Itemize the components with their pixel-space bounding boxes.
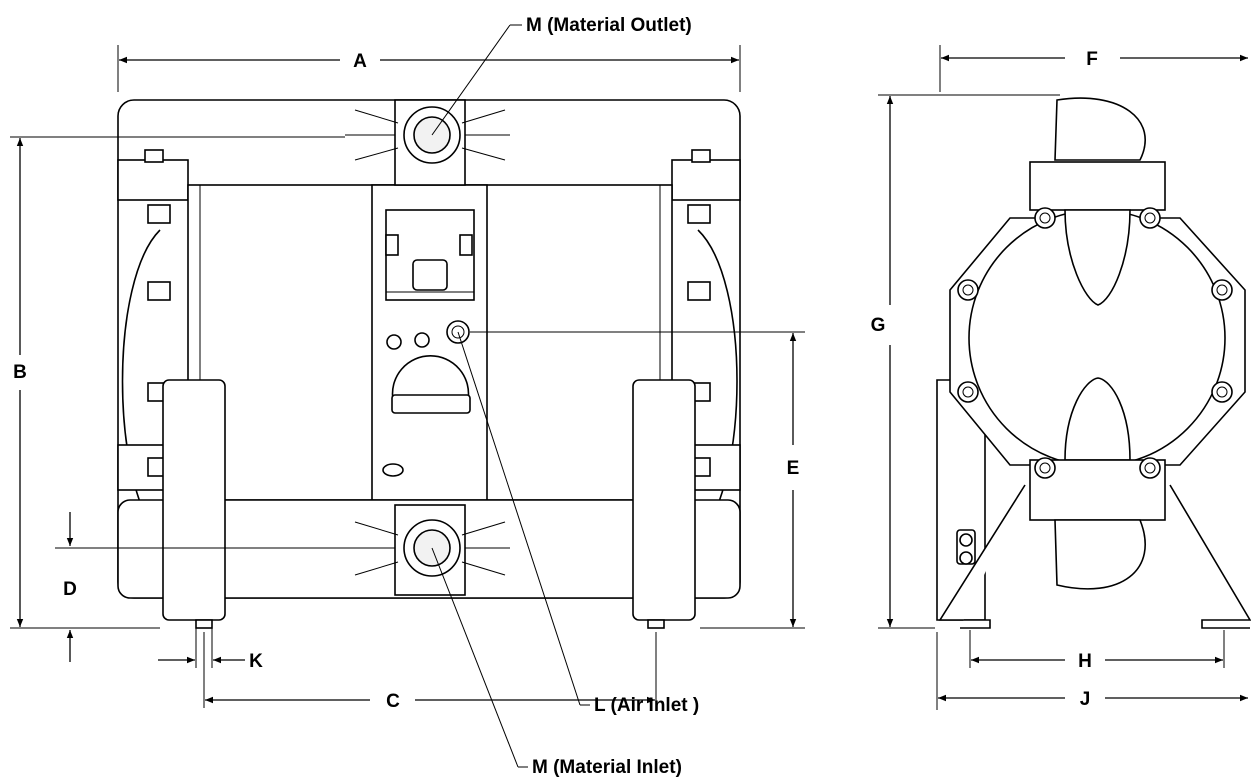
outlet-ribs [345,109,510,161]
bolt-top-right [691,149,711,163]
side-left-leg [938,484,1026,629]
label-material-outlet: M (Material Outlet) [526,15,692,36]
label-k: K [249,651,263,672]
side-bottom-elbow [1054,519,1146,590]
valve-tab-right [459,234,473,256]
inlet-ribs [345,521,510,576]
label-c: C [386,691,400,712]
left-mounting-foot [162,379,226,621]
label-a: A [353,51,367,72]
side-right-leg [1169,484,1251,629]
drain-oval [382,463,404,477]
side-bolts-ring [957,207,1233,479]
label-d: D [63,579,77,600]
label-e: E [787,458,800,479]
fitting-left [386,334,402,350]
side-top-clamp [1029,161,1166,211]
label-b: B [13,362,27,383]
muffler-knob [391,355,470,401]
side-view [936,97,1251,629]
label-air-inlet: L (Air Inlet ) [594,695,699,716]
dimension-lines [10,24,1248,768]
label-f: F [1086,49,1098,70]
fitting-center [414,332,430,348]
side-air-fitting-bottom [959,551,973,565]
side-top-stem [1064,209,1131,306]
side-bottom-stem [1064,377,1131,461]
right-mounting-foot [632,379,696,621]
side-top-elbow [1054,97,1146,161]
front-view [117,99,741,629]
top-right-flange [671,159,741,201]
muffler-bar [391,394,471,414]
top-left-flange [117,159,189,201]
right-foot-tab [647,619,665,629]
side-air-fitting-top [959,533,973,547]
label-h: H [1078,651,1092,672]
valve-tab-left [385,234,399,256]
bolt-top-left [144,149,164,163]
label-j: J [1080,689,1091,710]
label-material-inlet: M (Material Inlet) [532,757,682,778]
label-g: G [871,315,886,336]
air-valve-fitting [412,259,448,291]
air-inlet-port-inner [451,325,465,339]
left-foot-tab [195,619,213,629]
dimension-labels: A B C D E F G H J K M (Material Outlet) … [13,15,1098,778]
